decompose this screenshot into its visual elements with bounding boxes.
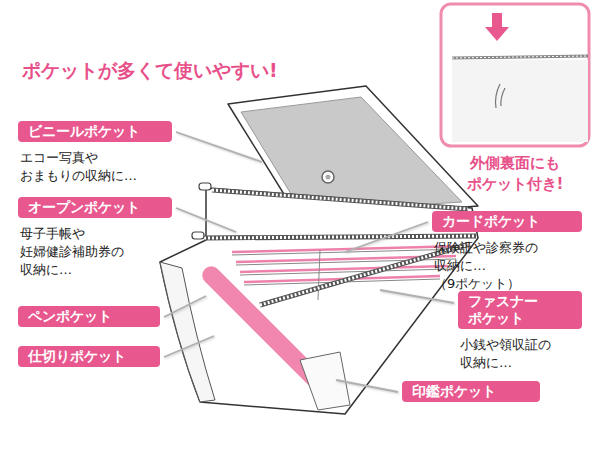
inset-note: 外側裏面にも ポケット付き! [440,153,590,195]
pocket-name: 印鑑ポケット [412,383,496,400]
pocket-note: エコー写真や おまもりの収納に… [20,149,137,185]
inset-gloss [496,84,506,108]
inset-arrow-shaft [492,13,502,28]
callout-tag: 印鑑ポケット [402,381,540,402]
callout-tag: オープンポケット母子手帳や 妊婦健診補助券の 収納に… [18,197,172,218]
callout-tag: 仕切りポケット [18,346,160,367]
snap-button [322,171,334,183]
note-text: 外側裏面にも ポケット付き! [467,153,564,195]
inset-pouch [452,60,588,142]
pocket-note: 小銭や領収証の 収納に… [460,336,551,372]
pocket-name: ペンポケット [28,308,112,325]
pocket-name: オープンポケット [28,199,140,216]
pocket-note: 母子手帳や 妊婦健診補助券の 収納に… [20,225,124,279]
pocket-name: カードポケット [442,213,540,230]
pocket-name: ファスナー ポケット [468,293,538,327]
snap-center [326,175,331,180]
inset-zip [452,56,588,58]
callout-tag: カードポケット保険証や診察券の 収納に…（9ポケット） [432,211,582,232]
inset-pocket-edge [452,56,588,58]
pocket-name: ビニールポケット [28,123,140,140]
callout-tag: ファスナー ポケット小銭や領収証の 収納に… [458,291,582,329]
pocket-name: 仕切りポケット [28,348,126,365]
callout-tag: ビニールポケットエコー写真や おまもりの収納に… [18,121,172,142]
callout-tag: ペンポケット [18,306,160,327]
title: ポケットが多くて使いやすい! [22,58,278,84]
inset-arrow-head [485,27,509,41]
inset-frame [441,4,589,146]
pocket-note: 保険証や診察券の 収納に…（9ポケット） [434,239,538,293]
leader-lines [164,132,454,392]
